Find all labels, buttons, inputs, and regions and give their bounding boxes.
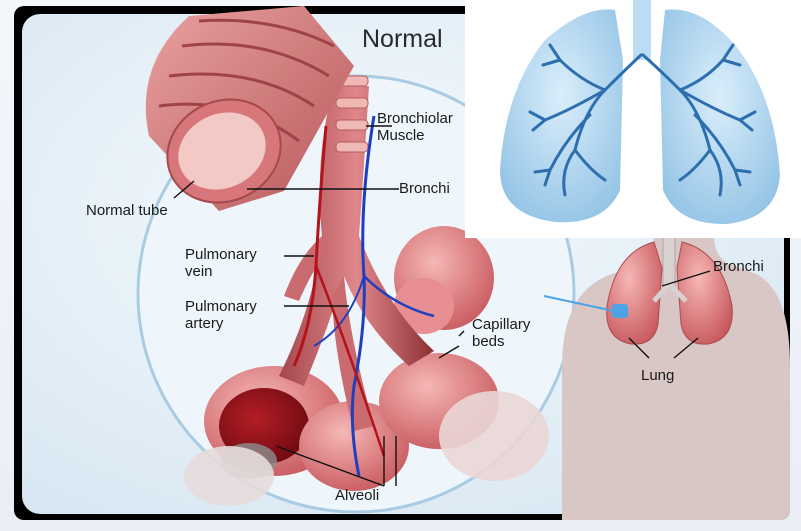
- lungs-illustration: [465, 0, 801, 238]
- label-line: Capillary: [472, 316, 530, 333]
- label-line: artery: [185, 315, 257, 332]
- diagram-title: Normal: [362, 25, 443, 54]
- label-bronchi-body: Bronchi: [713, 258, 764, 275]
- label-line: beds: [472, 333, 530, 350]
- label-line: vein: [185, 263, 257, 280]
- label-pulmonary-artery: Pulmonary artery: [185, 298, 257, 332]
- label-lung: Lung: [641, 367, 674, 384]
- label-line: Pulmonary: [185, 246, 257, 263]
- label-pulmonary-vein: Pulmonary vein: [185, 246, 257, 280]
- lungs-inset-image: [465, 0, 801, 238]
- label-capillary-beds: Capillary beds: [472, 316, 530, 350]
- label-bronchi-top: Bronchi: [399, 180, 450, 197]
- label-line: Bronchiolar: [377, 110, 453, 127]
- label-alveoli: Alveoli: [335, 487, 379, 504]
- label-bronchiolar-muscle: Bronchiolar Muscle: [377, 110, 453, 144]
- label-normal-tube: Normal tube: [86, 202, 168, 219]
- label-line: Pulmonary: [185, 298, 257, 315]
- magnified-region-marker: [612, 304, 628, 318]
- label-line: Muscle: [377, 127, 453, 144]
- trachea: [633, 0, 651, 60]
